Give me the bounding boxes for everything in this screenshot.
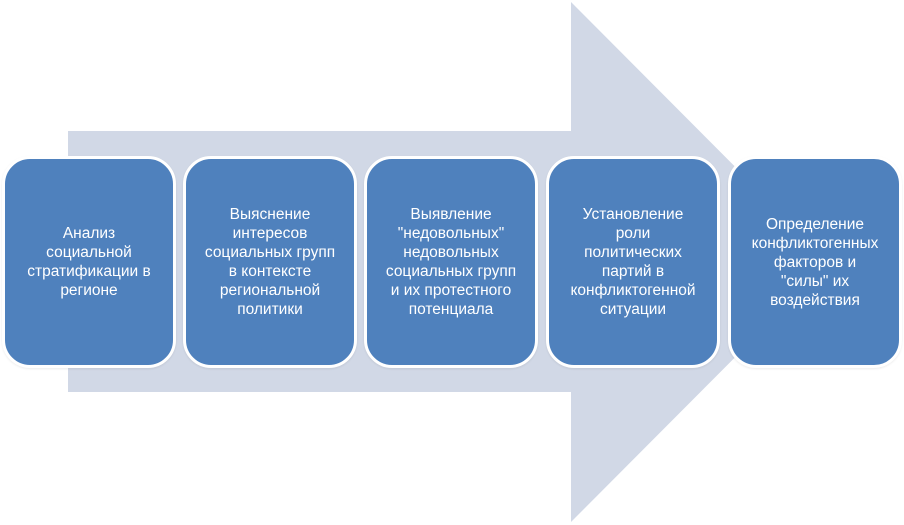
step-box-1: Анализ социальной стратификации в регион… — [2, 156, 176, 368]
step-label-5: Определение конфликтогенных факторов и "… — [751, 215, 879, 309]
step-label-2: Выяснение интересов социальных групп в к… — [204, 206, 336, 318]
step-box-5: Определение конфликтогенных факторов и "… — [728, 156, 902, 368]
step-box-3: Выявление "недовольных" недовольных соци… — [364, 156, 538, 368]
step-label-3: Выявление "недовольных" недовольных соци… — [385, 206, 517, 318]
step-box-4: Установление роли политических партий в … — [546, 156, 720, 368]
step-label-4: Установление роли политических партий в … — [570, 206, 696, 318]
step-box-2: Выяснение интересов социальных групп в к… — [183, 156, 357, 368]
step-label-1: Анализ социальной стратификации в регион… — [27, 225, 151, 299]
